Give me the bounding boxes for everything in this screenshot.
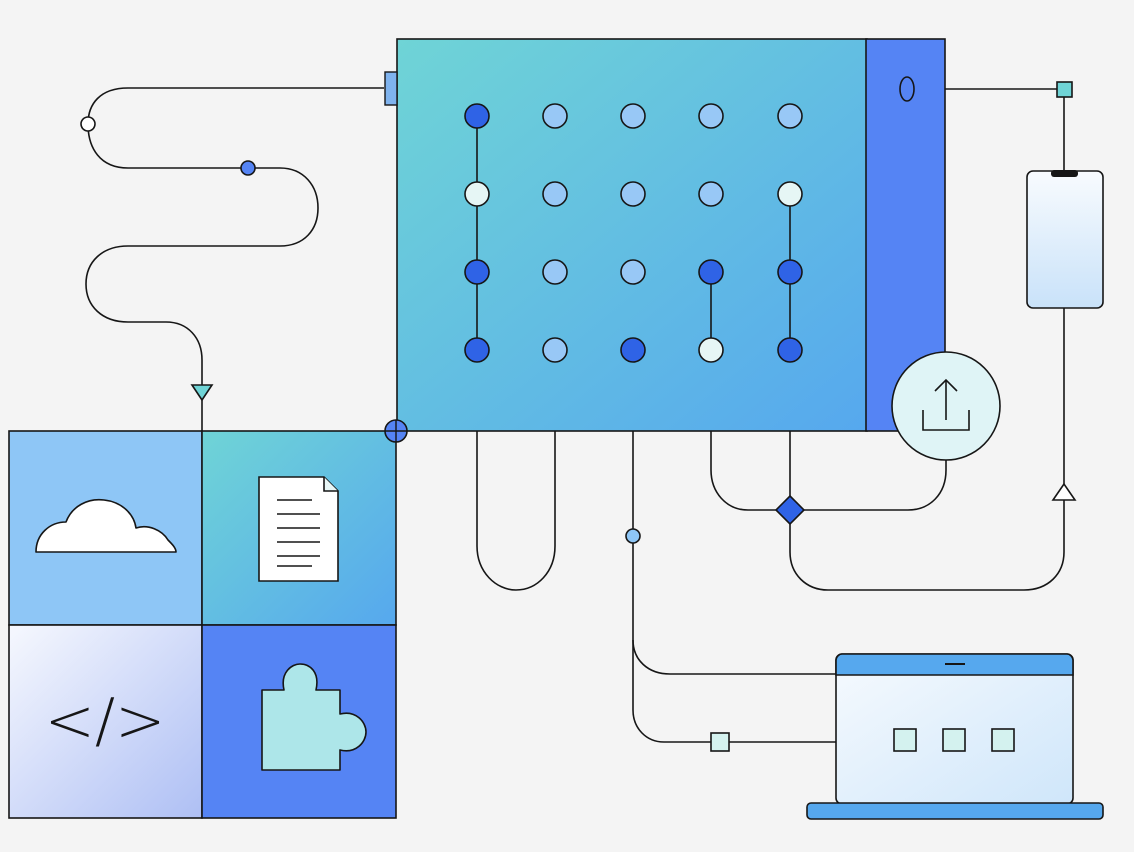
board-dot-r4-c2 (542, 337, 568, 363)
junction-diamond (774, 494, 806, 526)
tile-grid: </> (8, 430, 397, 819)
wire-node-start (80, 116, 96, 132)
document-icon (258, 476, 339, 582)
board-dot-r4-c5 (777, 337, 803, 363)
board-dot-r3-c5 (777, 259, 803, 285)
board-dot-r1-c4 (698, 103, 724, 129)
wire-node-blue (240, 160, 256, 176)
laptop-icon (806, 653, 1104, 820)
board-dot-r3-c1 (464, 259, 490, 285)
board-dot-r4-c4 (698, 337, 724, 363)
board-connector (384, 71, 398, 106)
board-dot-r2-c2 (542, 181, 568, 207)
board-dot-r4-c1 (464, 337, 490, 363)
board-dot-r1-c2 (542, 103, 568, 129)
laptop-base (806, 802, 1104, 820)
snake-wire (85, 87, 384, 386)
board-dot-r2-c1 (464, 181, 490, 207)
laptop-wire-lower (632, 640, 836, 743)
board-dot-r3-c3 (620, 259, 646, 285)
board-dot-r2-c3 (620, 181, 646, 207)
phone-icon (1026, 170, 1104, 309)
board-dot-r3-c2 (542, 259, 568, 285)
board-port (899, 76, 915, 102)
upload-icon (922, 378, 970, 431)
u-loop-wire (476, 350, 556, 591)
window-box-3 (991, 728, 1015, 752)
corner-junction (384, 419, 408, 443)
diamond-right-wire (802, 458, 947, 511)
window-box-1 (893, 728, 917, 752)
diamond-down-wire (789, 350, 1065, 591)
board-dot-r3-c4 (698, 259, 724, 285)
code-icon: </> (45, 686, 166, 756)
window-box-2 (942, 728, 966, 752)
board-dot-r1-c5 (777, 103, 803, 129)
cloud-icon (35, 498, 177, 553)
board-dot-r2-c5 (777, 181, 803, 207)
upload-badge (891, 351, 1001, 461)
board-dot-r1-c1 (464, 103, 490, 129)
dot-grid-nodes (464, 103, 803, 363)
board-dot-r2-c4 (698, 181, 724, 207)
wire-node-mid (625, 528, 641, 544)
board-dot-r1-c3 (620, 103, 646, 129)
circuit-board (384, 38, 946, 432)
diamond-left-wire (710, 350, 778, 511)
wire-node-phone (1056, 81, 1073, 98)
wire-node-square (710, 732, 730, 752)
board-dot-r4-c3 (620, 337, 646, 363)
puzzle-icon (261, 663, 367, 771)
code-tile (8, 624, 203, 819)
arrow-down-icon (190, 384, 214, 402)
arrow-up-icon (1051, 482, 1077, 501)
